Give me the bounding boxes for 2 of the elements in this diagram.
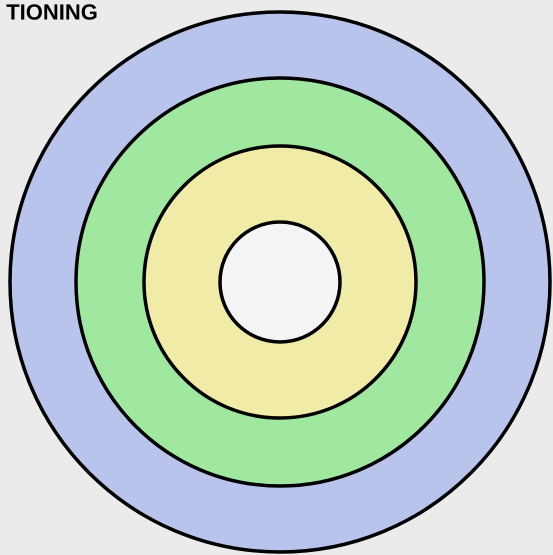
center-circle xyxy=(218,220,342,344)
title: TIONING xyxy=(6,4,96,20)
